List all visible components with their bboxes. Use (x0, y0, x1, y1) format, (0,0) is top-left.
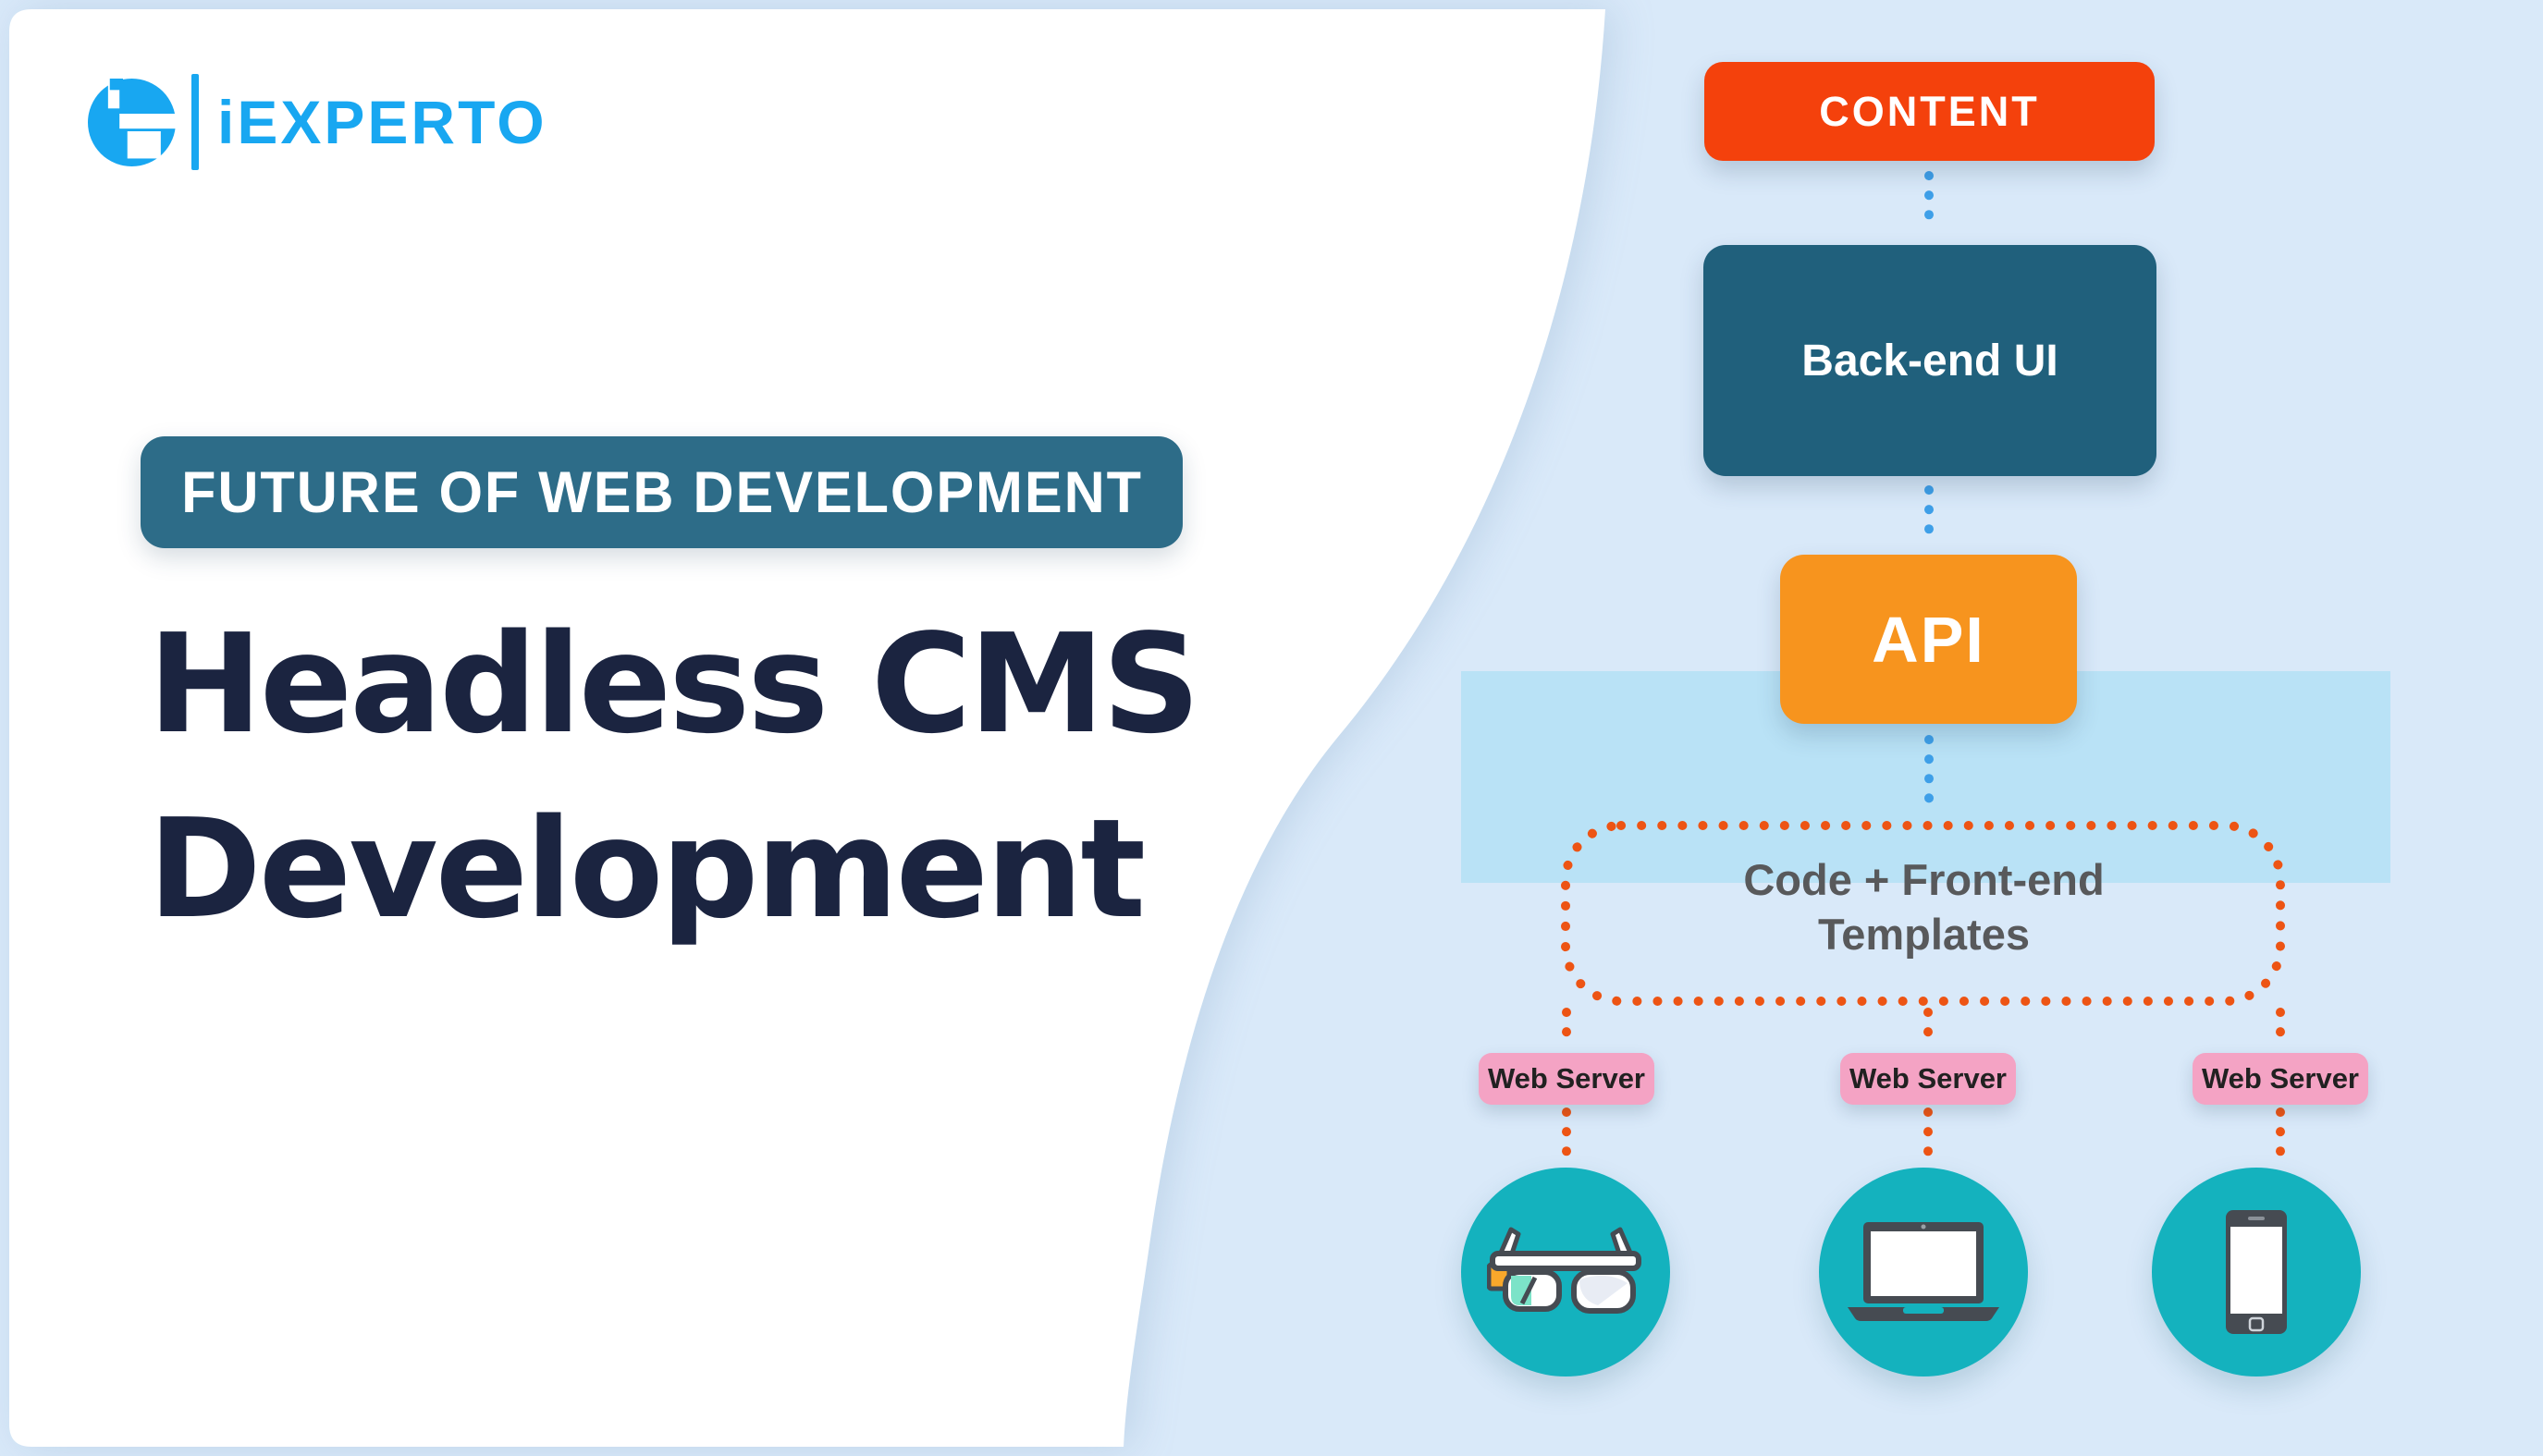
api-node: API (1780, 555, 2077, 724)
backend-ui-node-label: Back-end UI (1801, 336, 2058, 385)
logo-brand-text: iEXPERTO (217, 88, 547, 156)
logo: iEXPERTO (88, 74, 547, 170)
templates-label-line2: Templates (1818, 910, 2030, 959)
smartphone-icon (2226, 1210, 2287, 1334)
web-server-label-left: Web Server (1479, 1053, 1654, 1105)
templates-dashed-box (1561, 821, 2285, 1006)
category-badge: FUTURE OF WEB DEVELOPMENT (141, 436, 1183, 548)
web-server-right-text: Web Server (2201, 1062, 2359, 1095)
web-server-label-right: Web Server (2193, 1053, 2368, 1105)
page-title-line2: Development (148, 789, 1146, 948)
content-node: CONTENT (1704, 62, 2155, 161)
device-circle-glasses (1461, 1168, 1670, 1376)
content-node-label: CONTENT (1819, 87, 2040, 135)
laptop-icon (1848, 1221, 1999, 1321)
logo-separator (191, 74, 199, 170)
device-circle-smartphone (2152, 1168, 2361, 1376)
web-server-label-middle: Web Server (1840, 1053, 2016, 1105)
device-circle-laptop (1819, 1168, 2028, 1376)
web-server-left-text: Web Server (1487, 1062, 1645, 1095)
backend-ui-node: Back-end UI (1703, 245, 2156, 476)
web-server-middle-text: Web Server (1849, 1062, 2007, 1095)
smart-glasses-icon (1487, 1227, 1641, 1314)
templates-label-line1: Code + Front-end (1743, 855, 2105, 904)
api-node-label: API (1872, 603, 1985, 676)
category-badge-label: FUTURE OF WEB DEVELOPMENT (180, 459, 1143, 525)
templates-label: Code + Front-end Templates (1570, 852, 2278, 961)
page-title-line1: Headless CMS (148, 605, 1200, 764)
page-title: Headless CMS Development (148, 592, 1350, 961)
iexperto-logo-mark-icon (88, 78, 176, 166)
